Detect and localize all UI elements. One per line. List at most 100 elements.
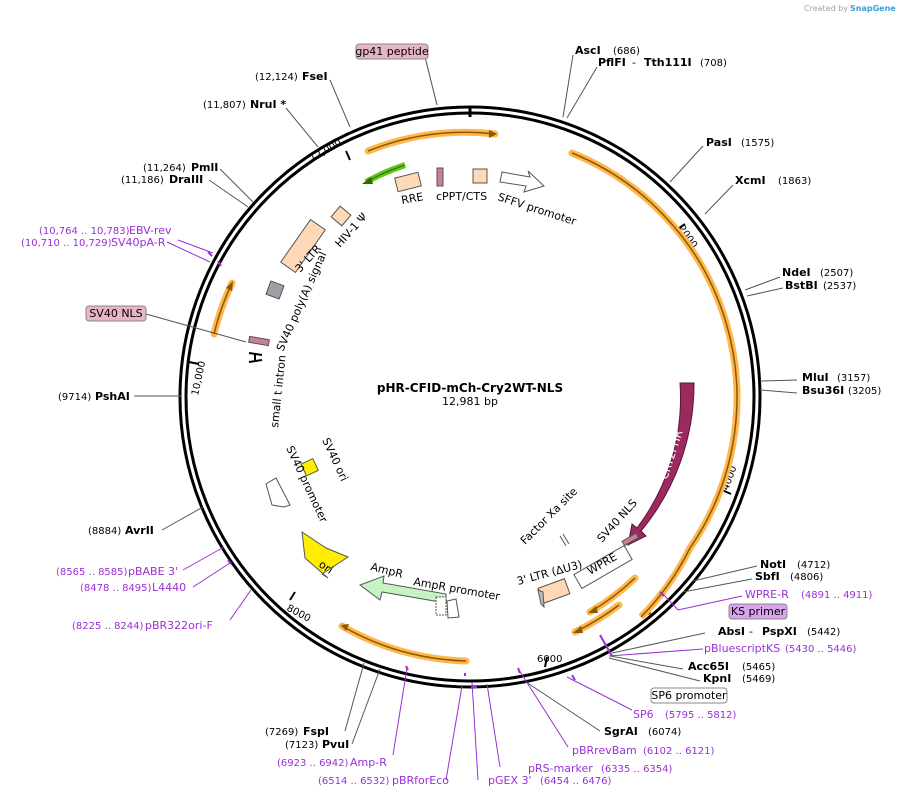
primer-pbluescriptks-pos: (5430 .. 5446) — [785, 644, 857, 655]
primer-prs-marker-pos: (6335 .. 6354) — [601, 764, 673, 775]
orf-bottom-arc — [338, 622, 470, 665]
site-kpnI: KpnI — [703, 672, 731, 685]
primer-pbrforeco-pos: (6514 .. 6532) — [318, 776, 390, 787]
factor-xa-label: Factor Xa site — [518, 485, 580, 547]
factor-xa-mark — [559, 533, 570, 547]
cppt-label: cPPT/CTS — [436, 190, 487, 203]
site-pshAI: PshAI — [95, 390, 130, 403]
site-pmlI-pos: (11,264) — [143, 163, 186, 174]
tick-8000: 8000 — [285, 603, 313, 625]
cry2phr-arrow: CRY2PHR — [627, 382, 695, 546]
primer-pbluescriptks: pBluescriptKS — [704, 642, 780, 655]
site-pvuI-pos: (7123) — [285, 740, 318, 751]
site-ascI-pos: (686) — [613, 46, 640, 57]
site-draIII: DraIII — [169, 173, 203, 186]
site-ndeI: NdeI — [782, 266, 811, 279]
site-bstBI: BstBI — [785, 279, 818, 292]
site-pmlI: PmlI — [191, 161, 218, 174]
sffv-box — [472, 168, 488, 184]
ampr-arrow — [358, 575, 447, 604]
site-acc65I: Acc65I — [688, 660, 729, 673]
sv40ori-label: SV40 ori — [319, 436, 350, 483]
site-xcmI: XcmI — [735, 174, 766, 187]
primer-pbr322ori-f-pos: (8225 .. 8244) — [72, 621, 144, 632]
orf-inner-right-arcs — [571, 574, 639, 636]
sffv-label: SFFV promoter — [496, 190, 578, 228]
ks-primer-label-box: KS primer — [728, 603, 788, 620]
site-fspI-pos: (7269) — [265, 727, 298, 738]
primer-pbabe3-pos: (8565 .. 8585) — [56, 567, 128, 578]
ltr-du3-edge — [537, 589, 545, 609]
plasmid-name: pHR-CFID-mCh-Cry2WT-NLS — [377, 381, 563, 395]
primer-sp6-pos: (5795 .. 5812) — [665, 710, 737, 721]
tick-8000-mark — [289, 591, 296, 601]
site-notI-pos: (4712) — [797, 560, 830, 571]
primer-pgex3-pos: (6454 .. 6476) — [540, 776, 612, 787]
ltr-du3-label: 3' LTR (ΔU3) — [515, 558, 583, 588]
credit-brand: SnapGene — [850, 4, 896, 13]
site-fspI: FspI — [303, 725, 329, 738]
sp6-promoter-label: SP6 promoter — [651, 689, 727, 702]
site-absI: AbsI — [718, 625, 745, 638]
site-pspXI: PspXI — [762, 625, 797, 638]
primer-pbrrevbam: pBRrevBam — [572, 744, 637, 757]
primer-ebv-rev-pos: (10,764 .. 10,783) — [39, 226, 130, 237]
primer-pbrrevbam-pos: (6102 .. 6121) — [643, 746, 715, 757]
site-xcmI-pos: (1863) — [778, 176, 811, 187]
site-sbfI-pos: (4806) — [790, 572, 823, 583]
site-pspXI-pos: (5442) — [807, 627, 840, 638]
site-pasI-pos: (1575) — [741, 138, 774, 149]
primer-sv40pa-r: SV40pA-R — [111, 236, 166, 249]
orf-left-arc — [210, 279, 236, 338]
credit-prefix: Created by — [804, 4, 848, 13]
primer-l4440-pos: (8478 .. 8495) — [80, 583, 152, 594]
primer-prs-marker: pRS-marker — [528, 762, 593, 775]
primer-sv40pa-r-pos: (10,710 .. 10,729) — [21, 238, 112, 249]
site-avrII-pos: (8884) — [88, 526, 121, 537]
tick-10000-mark — [188, 361, 200, 365]
gp41-label: gp41 peptide — [355, 45, 429, 58]
site-sgrAI-pos: (6074) — [648, 727, 681, 738]
primer-wpre-r: WPRE-R — [745, 588, 789, 601]
site-ndeI-pos: (2507) — [820, 268, 853, 279]
primer-wpre-r-pos: (4891 .. 4911) — [801, 590, 873, 601]
site-notI: NotI — [760, 558, 786, 571]
site-kpnI-pos: (5469) — [742, 674, 775, 685]
rre-label: RRE — [400, 190, 424, 207]
sv40ori-box — [300, 457, 319, 477]
plasmid-length: 12,981 bp — [442, 395, 498, 408]
primer-pbr322ori-f: pBR322ori-F — [145, 619, 213, 632]
sv40nls-inner-box — [621, 532, 640, 547]
small-t-label: small t intron — [268, 354, 289, 428]
site-pasI: PasI — [706, 136, 732, 149]
orf-top-arc — [364, 128, 499, 155]
ampr-label: AmpR — [369, 560, 404, 581]
site-sbfI: SbfI — [755, 570, 780, 583]
primer-pbabe3: pBABE 3' — [128, 565, 178, 578]
wpre-box — [573, 544, 633, 590]
site-absI-sep: - — [749, 625, 753, 638]
tick-10000: 10,000 — [190, 360, 208, 397]
primer-amp-r-pos: (6923 .. 6942) — [277, 758, 349, 769]
site-leaders — [134, 54, 798, 745]
sv40nls-left-box — [248, 335, 270, 347]
tick-6000: 6000 — [537, 654, 562, 665]
site-pvuI: PvuI — [322, 738, 349, 751]
site-nruI: NruI * — [250, 98, 286, 111]
sv40nls-label: SV40 NLS — [89, 307, 142, 320]
rre-box — [394, 171, 422, 193]
ampr-promoter-arrow — [446, 598, 460, 619]
site-mluI: MluI — [802, 371, 829, 384]
site-fseI: FseI — [302, 70, 328, 83]
gp41-label-box: gp41 peptide — [355, 43, 429, 60]
small-t-intron-mark — [248, 352, 263, 363]
sv40pa-box — [265, 280, 285, 300]
ltr3-box — [280, 218, 326, 274]
tick-12000-mark — [345, 150, 351, 161]
orf-right-arc — [568, 149, 741, 620]
sv40prom-arrow — [265, 477, 291, 508]
site-pflFI-sep: - — [632, 56, 636, 69]
primer-ring-marks — [207, 251, 665, 688]
green-orf-arrow — [362, 162, 406, 185]
